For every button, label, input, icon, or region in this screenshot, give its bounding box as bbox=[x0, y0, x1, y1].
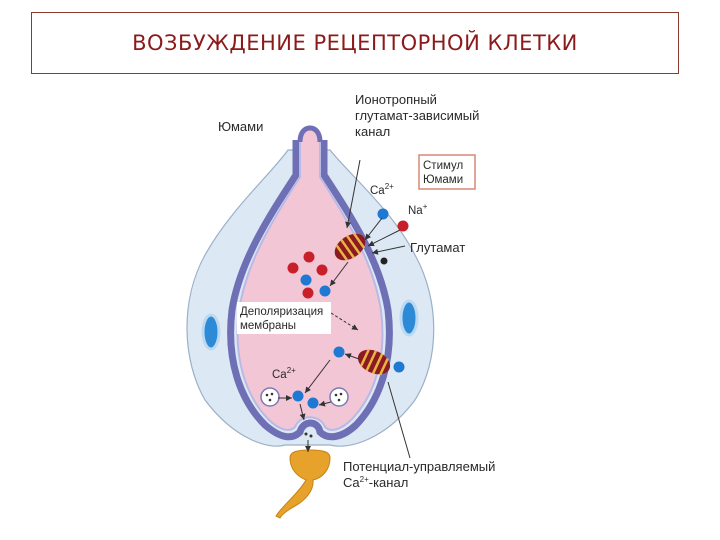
release-arrow bbox=[299, 403, 306, 421]
inflow-arrow bbox=[329, 261, 349, 287]
glutamate-arrow bbox=[371, 245, 406, 255]
afferent-neuron bbox=[275, 449, 331, 519]
na-entry-arrow bbox=[367, 229, 401, 247]
voltage-gated-channel bbox=[357, 349, 391, 376]
ca-ion-inside bbox=[307, 397, 319, 409]
ca-influx-arrow bbox=[344, 353, 360, 360]
na-ion-outside bbox=[397, 220, 409, 232]
vesicle-right-arrow bbox=[318, 400, 332, 407]
ca-mid-label: Ca2+ bbox=[272, 366, 296, 381]
transmitter-dot bbox=[304, 432, 308, 436]
vesicle-right bbox=[329, 387, 349, 407]
ca-ion-outside-bottom bbox=[393, 361, 405, 373]
page-title: ВОЗБУЖДЕНИЕ РЕЦЕПТОРНОЙ КЛЕТКИ bbox=[132, 31, 578, 55]
vesicle-left bbox=[260, 387, 280, 407]
title-box: ВОЗБУЖДЕНИЕ РЕЦЕПТОРНОЙ КЛЕТКИ bbox=[31, 12, 679, 74]
ca-ion-outside bbox=[377, 208, 389, 220]
na-label: Na+ bbox=[408, 202, 428, 217]
receptor-membrane bbox=[227, 140, 393, 441]
glutamate-molecule bbox=[380, 257, 388, 265]
na-ion-inside bbox=[287, 262, 299, 274]
ionotropic-pointer bbox=[345, 159, 361, 229]
ca-ion-inside bbox=[319, 285, 331, 297]
umami-label: Юмами bbox=[218, 119, 263, 134]
microvilli-tip bbox=[297, 125, 323, 143]
glutamate-label: Глутамат bbox=[410, 240, 465, 255]
voltage-gated-pointer bbox=[387, 381, 411, 459]
depolarization-label-2: мембраны bbox=[240, 320, 296, 332]
stimulus-label-1: Стимул bbox=[423, 160, 463, 172]
depolarization-arrow bbox=[330, 312, 359, 331]
depolarization-label-bg bbox=[237, 302, 331, 334]
ca-ion-inside bbox=[333, 346, 345, 358]
ca-ion-inside bbox=[300, 274, 312, 286]
stimulus-label-2: Юмами bbox=[423, 174, 463, 186]
na-ion-inside bbox=[316, 264, 328, 276]
transmitter-dot bbox=[309, 434, 313, 438]
voltage-gated-label-1: Потенциал-управляемый bbox=[343, 459, 495, 474]
voltage-gated-label-2: Ca2+-канал bbox=[343, 475, 408, 490]
ca-top-label: Ca2+ bbox=[370, 182, 394, 197]
ca-ion-inside bbox=[292, 390, 304, 402]
ionotropic-label-1: Ионотропный bbox=[355, 92, 437, 107]
ca-diffuse-arrow bbox=[304, 359, 331, 394]
ca-entry-arrow bbox=[364, 217, 383, 241]
depolarization-label-1: Деполяризация bbox=[240, 306, 323, 318]
ionotropic-label-3: канал bbox=[355, 124, 390, 139]
support-nucleus-right bbox=[399, 299, 419, 337]
na-ion-inside bbox=[302, 287, 314, 299]
na-ion-inside bbox=[303, 251, 315, 263]
support-nucleus-left bbox=[201, 313, 221, 351]
ionotropic-label-2: глутамат-зависимый bbox=[355, 108, 479, 123]
ionotropic-channel bbox=[334, 232, 366, 261]
stimulus-box bbox=[418, 154, 476, 190]
